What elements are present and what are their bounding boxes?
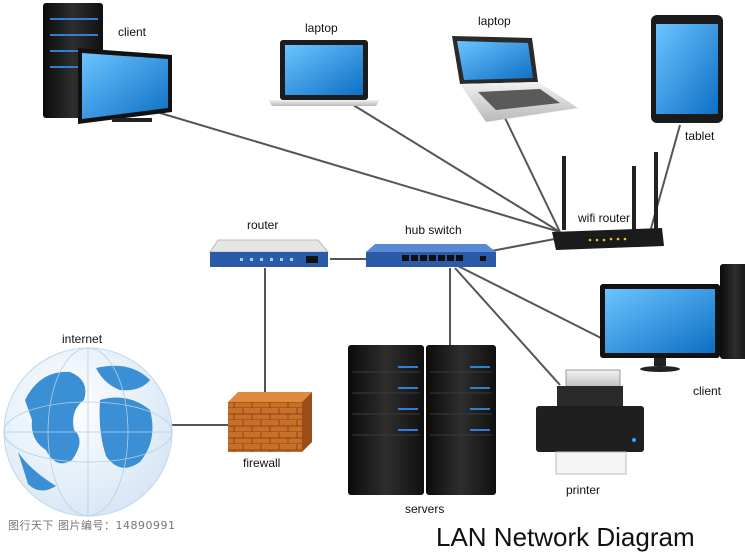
laptop-label-mid: laptop — [305, 21, 338, 35]
printer-label: printer — [566, 483, 601, 497]
tablet — [651, 15, 723, 123]
cable-group — [149, 102, 681, 426]
router-label: router — [247, 218, 279, 232]
wifi-router — [552, 152, 664, 250]
client-label-right: client — [693, 384, 722, 398]
client-desktop-top — [43, 3, 172, 124]
hub-switch-label: hub switch — [405, 223, 462, 237]
servers-label: servers — [405, 502, 445, 516]
internet-globe — [3, 347, 173, 517]
hub-switch — [366, 244, 496, 267]
client-label-top: client — [118, 25, 147, 39]
wifi-router-label: wifi router — [578, 211, 631, 225]
laptop-label-right: laptop — [478, 14, 511, 28]
router — [209, 239, 330, 267]
firewall-label: firewall — [243, 456, 281, 470]
printer — [536, 369, 644, 475]
laptop-right — [452, 36, 578, 122]
tablet-label: tablet — [685, 129, 715, 143]
client-desktop-right — [600, 264, 745, 372]
servers — [348, 345, 496, 495]
watermark-text: 图行天下 图片编号：14890991 — [8, 519, 176, 532]
diagram-title: LAN Network Diagram — [436, 522, 695, 552]
firewall — [228, 392, 312, 452]
laptop-mid — [268, 40, 380, 106]
internet-label: internet — [62, 332, 103, 346]
network-diagram — [3, 3, 745, 517]
